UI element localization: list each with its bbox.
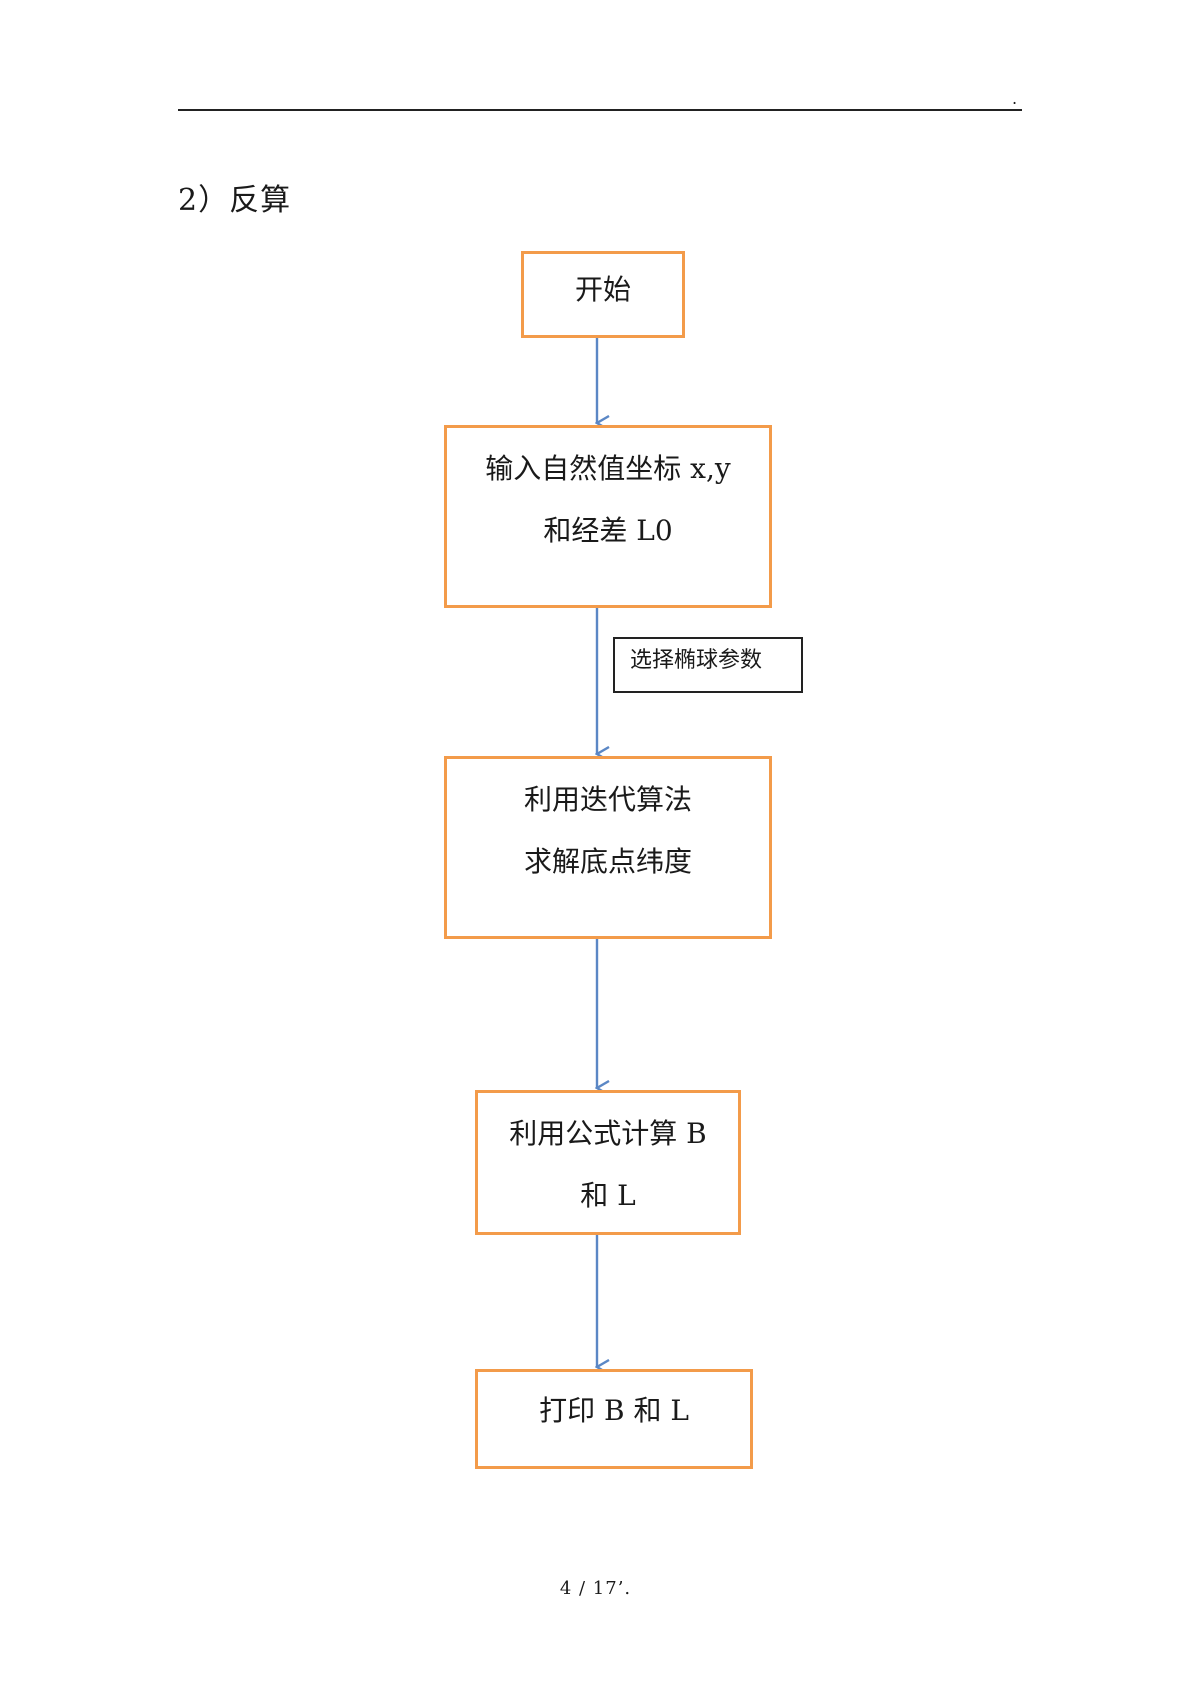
page-number: 4 / 17’. xyxy=(559,1578,632,1599)
flow-node-iterate: 利用迭代算法 求解底点纬度 xyxy=(444,756,772,939)
flow-node-start-label: 开始 xyxy=(574,273,631,306)
flow-annotation-ellipsoid: 选择椭球参数 xyxy=(613,637,803,693)
flow-node-iterate-line-1: 利用迭代算法 xyxy=(523,783,692,816)
flow-node-compute-line-2: 和 L xyxy=(580,1179,636,1212)
header-rule xyxy=(178,109,1022,111)
flow-node-print-label: 打印 B 和 L xyxy=(539,1394,689,1427)
section-heading: 2）反算 xyxy=(178,183,292,218)
header-mark: . xyxy=(1012,89,1018,108)
flow-node-input-line-2: 和经差 L0 xyxy=(543,514,673,547)
flow-node-print: 打印 B 和 L xyxy=(475,1369,753,1469)
flow-node-input: 输入自然值坐标 x,y 和经差 L0 xyxy=(444,425,772,608)
flow-node-start: 开始 xyxy=(521,251,685,338)
flow-node-input-line-1: 输入自然值坐标 x,y xyxy=(485,452,731,485)
flow-node-iterate-line-2: 求解底点纬度 xyxy=(523,845,692,878)
flow-node-compute-line-1: 利用公式计算 B xyxy=(509,1117,707,1150)
flow-node-compute: 利用公式计算 B 和 L xyxy=(475,1090,741,1235)
